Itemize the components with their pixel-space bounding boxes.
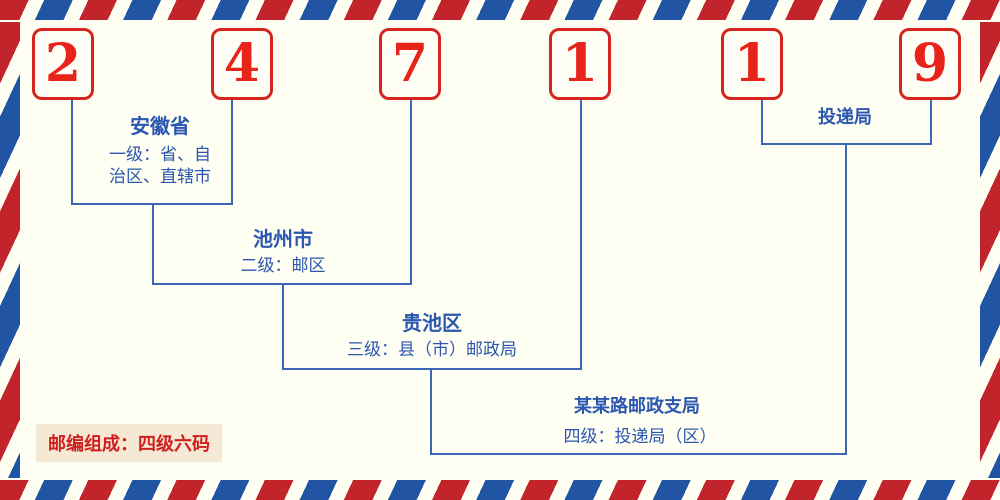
digit-2: 4 [223,33,261,94]
level1-name: 安徽省 [130,114,190,138]
composition-badge: 邮编组成：四级六码 [36,424,222,462]
connector-digit3-vline [410,100,412,285]
airmail-border-top [0,0,1000,20]
level2-desc: 二级：邮区 [240,256,326,276]
connector-level4-right-vline [845,145,847,455]
digit-box-1: 2 [32,28,94,100]
connector-level4-left-vline [430,370,432,455]
connector-level2-hline [152,283,412,285]
connector-digit2-vline [231,100,233,205]
connector-digit5-vline [761,100,763,145]
level2-name: 池州市 [253,227,313,251]
digit-box-2: 4 [211,28,273,100]
level1-desc-line2: 治区、直辖市 [109,167,211,187]
level3-name: 贵池区 [402,311,462,335]
level1-desc-line1: 一级：省、自 [109,145,211,165]
digit-box-3: 7 [379,28,441,100]
connector-digit4-vline [580,100,582,370]
airmail-border-bottom [0,480,1000,500]
connector-digit1-vline [71,100,73,205]
connector-level3-left-vline [282,285,284,370]
digit-1: 2 [44,33,82,94]
digit-3: 7 [391,33,429,94]
airmail-border-left [0,22,20,478]
digit-box-5: 1 [721,28,783,100]
airmail-border-right [980,22,1000,478]
digit-5: 1 [733,33,771,94]
connector-level3-hline [282,368,582,370]
connector-level2-left-vline [152,205,154,285]
digit-6: 9 [911,33,949,94]
connector-digit6-vline [930,100,932,145]
digit-4: 1 [561,33,599,94]
connector-level4-hline [430,453,847,455]
level4-name: 某某路邮政支局 [574,396,700,417]
connector-delivery-hline [761,143,932,145]
level4-desc: 四级：投递局（区） [563,427,717,447]
delivery-office-label: 投递局 [818,107,872,128]
level3-desc: 三级：县（市）邮政局 [347,340,517,360]
digit-box-6: 9 [899,28,961,100]
connector-level1-hline [71,203,233,205]
digit-box-4: 1 [549,28,611,100]
